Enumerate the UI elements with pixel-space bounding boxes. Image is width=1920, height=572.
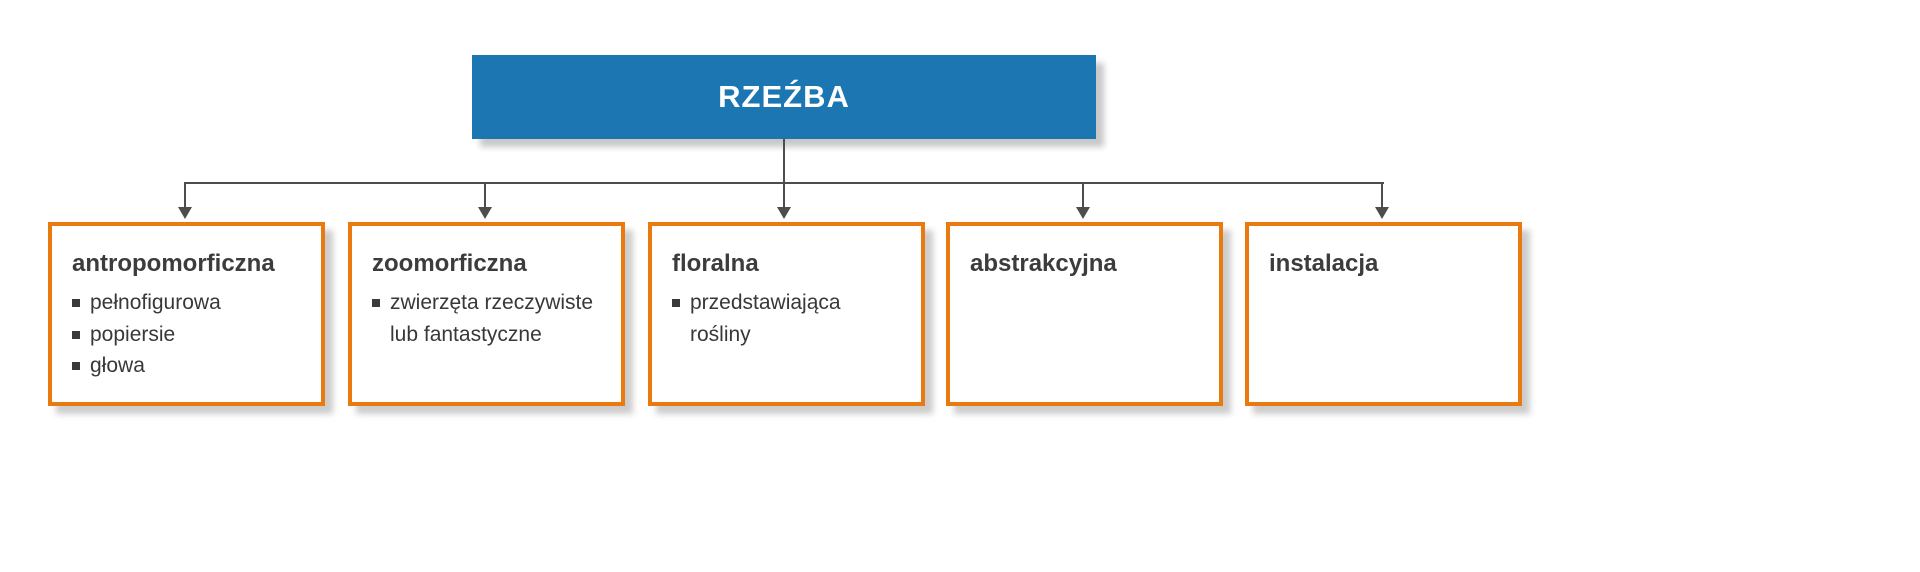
arrow-down-icon [1375, 207, 1389, 219]
arrow-down-icon [777, 207, 791, 219]
node-title: abstrakcyjna [970, 250, 1117, 277]
list-item-text: pełnofigurowa [90, 291, 221, 314]
bullet-square-icon [72, 330, 80, 339]
arrow-down-icon [178, 207, 192, 219]
root-node-label: RZEŹBA [718, 79, 850, 114]
list-item-text: przedstawiająca rośliny [690, 291, 841, 346]
arrow-down-icon [478, 207, 492, 219]
connector-stub-4 [1082, 182, 1084, 210]
connector-stub-1 [184, 182, 186, 210]
list-item: głowa [72, 350, 295, 382]
node-zoomorficzna: zoomorficzna zwierzęta rzeczywiste lub f… [348, 222, 625, 406]
connector-stub-3 [783, 182, 785, 210]
node-antropomorficzna: antropomorficzna pełnofigurowa popiersie… [48, 222, 325, 406]
node-title: floralna [672, 250, 759, 277]
list-item: pełnofigurowa [72, 287, 295, 319]
node-abstrakcyjna: abstrakcyjna [946, 222, 1223, 406]
node-title: zoomorficzna [372, 250, 527, 277]
list-item-text: zwierzęta rzeczywiste lub fantastyczne [390, 291, 594, 346]
bullet-square-icon [672, 299, 680, 307]
list-item: przedstawiająca rośliny [672, 287, 895, 350]
list-item-text: głowa [90, 354, 145, 377]
connector-stub-2 [484, 182, 486, 210]
root-node-rzezba: RZEŹBA [472, 55, 1096, 139]
node-title: antropomorficzna [72, 250, 275, 277]
list-item-text: popiersie [90, 322, 176, 346]
arrow-down-icon [1076, 207, 1090, 219]
connector-vertical-line [783, 139, 785, 210]
node-instalacja: instalacja [1245, 222, 1522, 406]
bullet-square-icon [72, 299, 80, 307]
connector-stub-5 [1381, 182, 1383, 210]
list-item: zwierzęta rzeczywiste lub fantastyczne [372, 287, 595, 350]
list-item: popiersie [72, 319, 295, 351]
node-floralna: floralna przedstawiająca rośliny [648, 222, 925, 406]
bullet-square-icon [72, 362, 80, 370]
bullet-square-icon [372, 299, 380, 307]
node-title: instalacja [1269, 250, 1379, 277]
